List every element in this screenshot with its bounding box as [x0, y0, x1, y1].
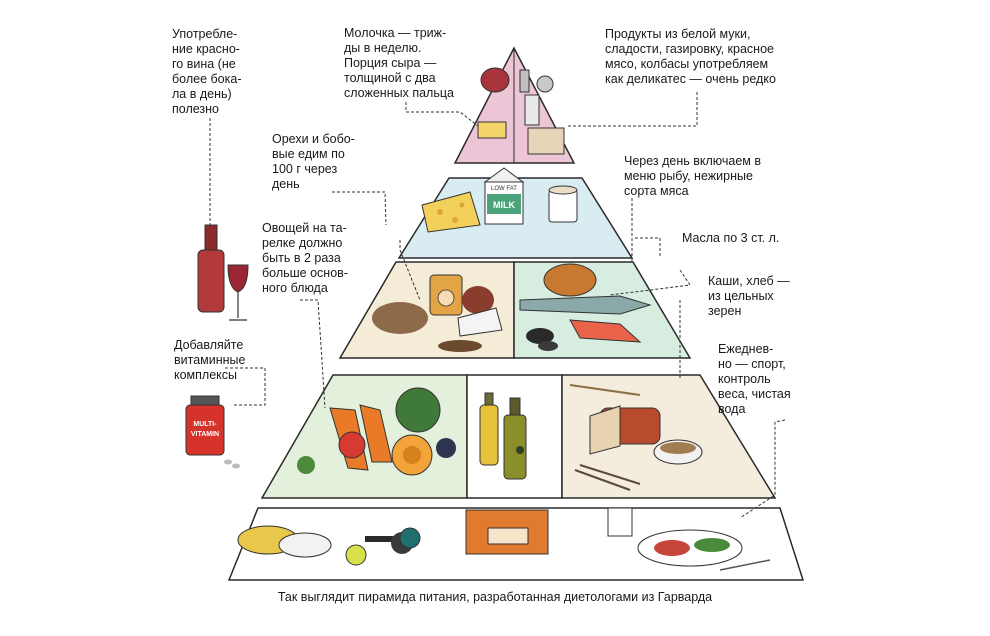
wine-illustration [197, 224, 249, 321]
nuts-tier-illustration [372, 274, 503, 352]
oils-tier-illustration [479, 392, 527, 480]
vitamin-label-line2: VITAMIN [191, 431, 219, 438]
annotation-dairy: Молочка — триж- ды в неделю. Порция сыра… [344, 26, 454, 100]
top-tier-illustration [477, 67, 565, 155]
annotation-fish: Через день включаем в меню рыбу, нежирны… [624, 154, 762, 198]
annotation-wine: Употребле- ние красно- го вина (не более… [172, 27, 242, 116]
vegetables-tier-illustration [297, 387, 456, 476]
annotation-grains: Каши, хлеб — из цельных зерен [708, 274, 790, 318]
annotation-vitamins: Добавляйте витаминные комплексы [174, 338, 246, 382]
base-tier-illustration [237, 507, 771, 571]
annotation-vegetables: Овощей на та- релке должно быть в 2 раза… [262, 221, 348, 295]
annotation-white-flour: Продукты из белой муки, сладости, газиро… [605, 27, 776, 86]
annotation-nuts: Орехи и бобо- вые едим по 100 г через де… [272, 132, 355, 191]
tier-whole-grains [561, 374, 777, 499]
leader-lines [209, 92, 786, 519]
tier-vegetables-fruits [260, 374, 468, 499]
grains-tier-illustration [569, 384, 703, 491]
vitamin-label-line1: MULTI- [193, 421, 217, 428]
annotation-daily: Ежеднев- но — спорт, контроль веса, чист… [718, 342, 791, 416]
fish-tier-illustration [519, 263, 652, 351]
caption: Так выглядит пирамида питания, разработа… [277, 590, 713, 604]
dairy-tier-illustration: LOW FAT MILK [421, 167, 578, 233]
vitamin-bottle-illustration: MULTI- VITAMIN [185, 395, 240, 469]
milk-carton-label: MILK [493, 200, 515, 210]
milk-carton-top-label: LOW FAT [491, 186, 517, 192]
annotation-oils: Масла по 3 ст. л. [682, 231, 780, 245]
